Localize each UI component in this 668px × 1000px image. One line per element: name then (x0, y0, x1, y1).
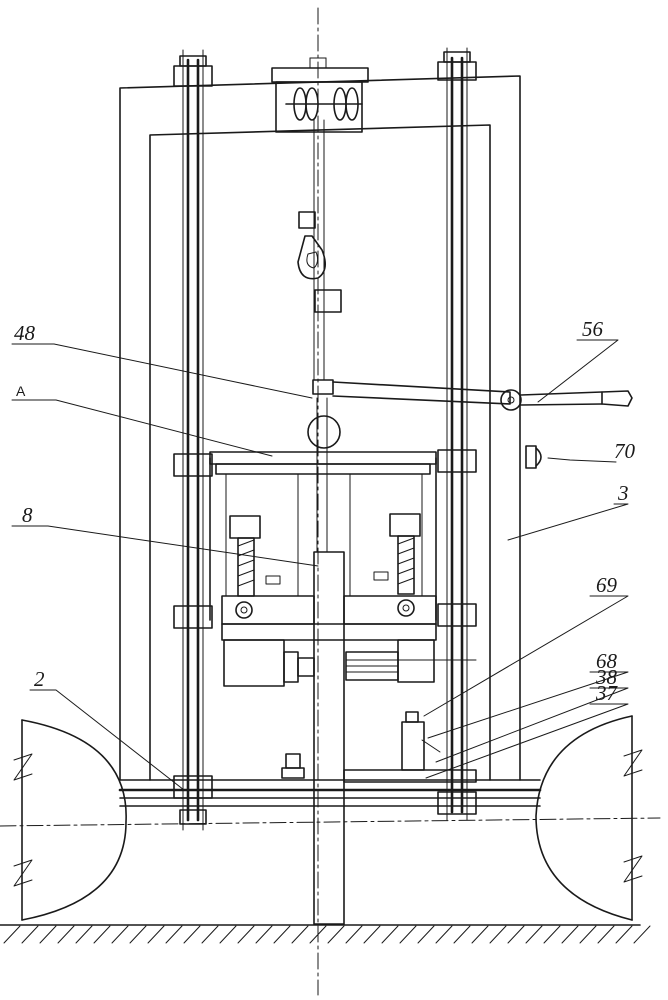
label-38: 38 (595, 665, 618, 689)
ground-hatch-mark (525, 925, 543, 944)
ground-hatch-mark (201, 925, 219, 944)
base-platform (118, 769, 542, 807)
ground-hatch-mark (471, 925, 489, 944)
label-8: 8 (22, 503, 33, 527)
ground-hatch-mark (129, 925, 147, 944)
lever-arm (312, 379, 633, 411)
ground-hatch-mark (345, 925, 363, 944)
ground-hatch-mark (273, 925, 291, 944)
ground-hatch-mark (561, 925, 579, 944)
ground-hatch-mark (363, 925, 381, 944)
ground-hatch-mark (399, 925, 417, 944)
ground-hatch-mark (435, 925, 453, 944)
ground-hatch-mark (219, 925, 237, 944)
left-wheel (13, 719, 127, 921)
ground-hatch-mark (147, 925, 165, 944)
side-bracket (525, 445, 542, 469)
label-A: A (16, 383, 26, 399)
ground-hatch-mark (507, 925, 525, 944)
ground-hatch-mark (417, 925, 435, 944)
ground-hatch-mark (21, 925, 39, 944)
ground-hatch-mark (75, 925, 93, 944)
ground-hatch-mark (633, 925, 651, 944)
right-threaded-rod (437, 47, 477, 821)
ground (0, 924, 651, 944)
carriage-assembly (209, 451, 477, 687)
sensor-parts (281, 711, 441, 779)
label-37: 37 (595, 681, 619, 705)
ground-hatch-mark (57, 925, 75, 944)
ground-hatch-mark (327, 925, 345, 944)
top-pulley-block (271, 57, 369, 133)
ground-hatch-mark (111, 925, 129, 944)
label-2: 2 (34, 667, 45, 691)
ground-hatch-mark (597, 925, 615, 944)
cable-hook (297, 119, 342, 381)
ground-hatch-mark (165, 925, 183, 944)
leader-lines (11, 339, 629, 791)
ground-hatch-mark (39, 925, 57, 944)
central-column (307, 397, 345, 925)
outer-frame (119, 75, 521, 781)
label-70: 70 (614, 439, 636, 463)
horizontal-centerline (0, 817, 661, 827)
left-threaded-rod (173, 49, 213, 831)
ground-hatch-mark (579, 925, 597, 944)
ground-hatch-mark (381, 925, 399, 944)
label-56: 56 (582, 317, 604, 341)
ground-hatch-mark (543, 925, 561, 944)
label-69: 69 (596, 573, 618, 597)
ground-hatch-mark (237, 925, 255, 944)
ground-hatch-mark (255, 925, 273, 944)
ground-hatch-mark (93, 925, 111, 944)
ground-hatch-mark (3, 925, 21, 944)
ground-hatch-mark (453, 925, 471, 944)
label-68: 68 (596, 649, 618, 673)
label-48: 48 (14, 321, 36, 345)
ground-hatch-mark (489, 925, 507, 944)
right-wheel (535, 715, 643, 921)
ground-hatch-mark (183, 925, 201, 944)
ground-hatch-mark (291, 925, 309, 944)
label-3: 3 (617, 481, 629, 505)
ground-hatch-mark (615, 925, 633, 944)
